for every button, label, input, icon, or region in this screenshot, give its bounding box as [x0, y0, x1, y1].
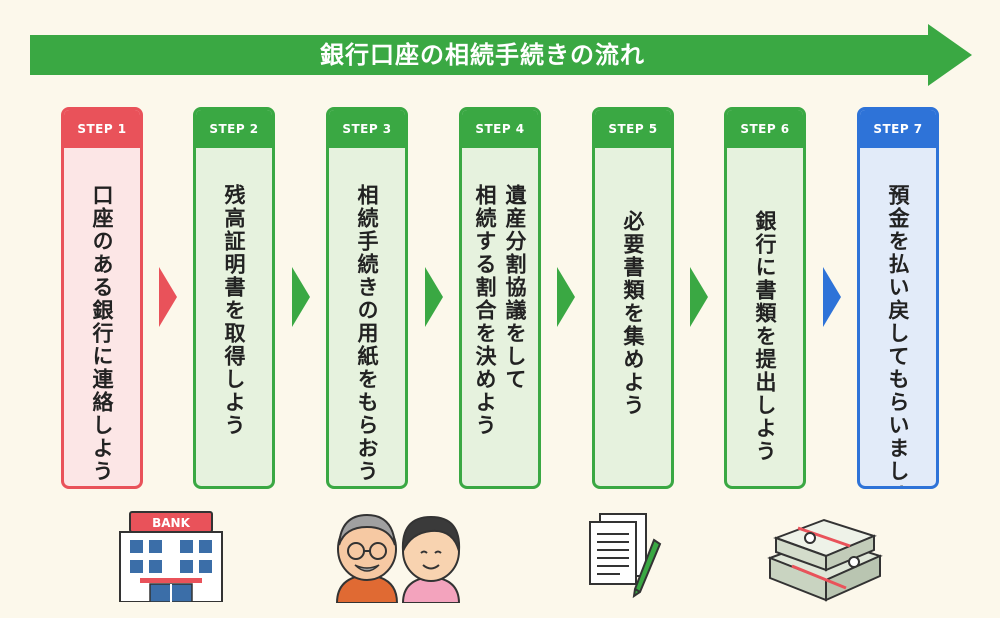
step-1-label: STEP 1	[64, 110, 140, 148]
step-4-label: STEP 4	[462, 110, 538, 148]
banner-title: 銀行口座の相続手続きの流れ	[320, 41, 645, 69]
arrow-right-icon	[557, 267, 575, 327]
step-3-label: STEP 3	[329, 110, 405, 148]
step-2-label: STEP 2	[196, 110, 272, 148]
elderly-couple-icon	[335, 513, 461, 603]
step-5-card: STEP 5 必要書類を集めよう	[592, 107, 674, 489]
arrow-right-icon	[425, 267, 443, 327]
step-7-card: STEP 7 預金を払い戻してもらいましょう	[857, 107, 939, 489]
step-4-card: STEP 4 遺産分割協議をして 相続する割合を決めよう	[459, 107, 541, 489]
step-1-text: 口座のある銀行に連絡しよう	[90, 184, 114, 483]
step-4-text: 遺産分割協議をして 相続する割合を決めよう	[473, 184, 527, 437]
flow-banner: 銀行口座の相続手続きの流れ	[30, 24, 972, 86]
step-1-card: STEP 1 口座のある銀行に連絡しよう	[61, 107, 143, 489]
documents-pen-icon	[589, 513, 662, 599]
step-3-card: STEP 3 相続手続きの用紙をもらおう	[326, 107, 408, 489]
bank-sign-text: BANK	[152, 516, 190, 530]
step-2-text: 残高証明書を取得しよう	[222, 184, 246, 437]
step-2-card: STEP 2 残高証明書を取得しよう	[193, 107, 275, 489]
arrow-right-icon	[690, 267, 708, 327]
step-5-label: STEP 5	[595, 110, 671, 148]
step-6-text: 銀行に書類を提出しよう	[753, 210, 777, 463]
bank-building-icon: BANK	[119, 511, 223, 602]
step-7-label: STEP 7	[860, 110, 936, 148]
step-5-text: 必要書類を集めよう	[621, 210, 645, 417]
step-7-text: 預金を払い戻してもらいましょう	[886, 184, 910, 489]
arrow-right-icon	[823, 267, 841, 327]
banner-arrow-shape	[30, 24, 972, 86]
step-6-label: STEP 6	[727, 110, 803, 148]
step-3-text: 相続手続きの用紙をもらおう	[355, 184, 379, 483]
arrow-right-icon	[159, 267, 177, 327]
step-6-card: STEP 6 銀行に書類を提出しよう	[724, 107, 806, 489]
money-stack-icon	[767, 518, 883, 602]
arrow-right-icon	[292, 267, 310, 327]
